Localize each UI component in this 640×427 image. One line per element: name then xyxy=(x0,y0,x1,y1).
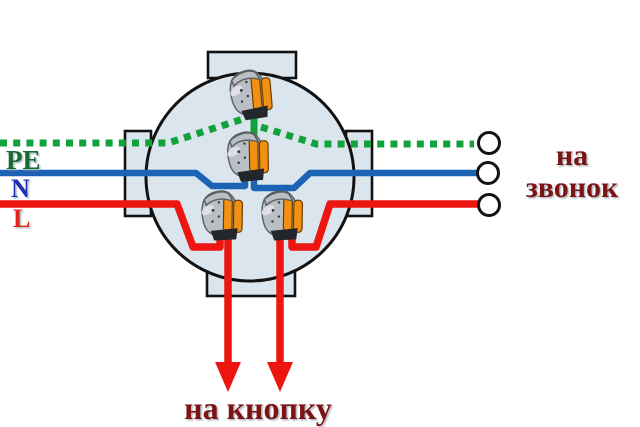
bell-terminals xyxy=(476,131,501,217)
to-bell-caption-line2: звонок xyxy=(525,171,619,204)
line-wire-label: L xyxy=(13,204,31,233)
arrow-down-left-icon xyxy=(215,362,241,392)
terminal-pe xyxy=(477,131,501,155)
line-wire xyxy=(0,200,478,392)
to-button-caption: на кнопку xyxy=(184,390,332,426)
neutral-wire-label: N xyxy=(11,174,30,203)
to-bell-caption: на звонок xyxy=(502,140,640,204)
pe-wire-label: PE xyxy=(6,145,41,175)
terminal-line xyxy=(477,193,501,217)
arrow-down-right-icon xyxy=(267,362,293,392)
terminal-neutral xyxy=(476,161,500,185)
to-bell-caption-line1: на xyxy=(555,139,589,172)
